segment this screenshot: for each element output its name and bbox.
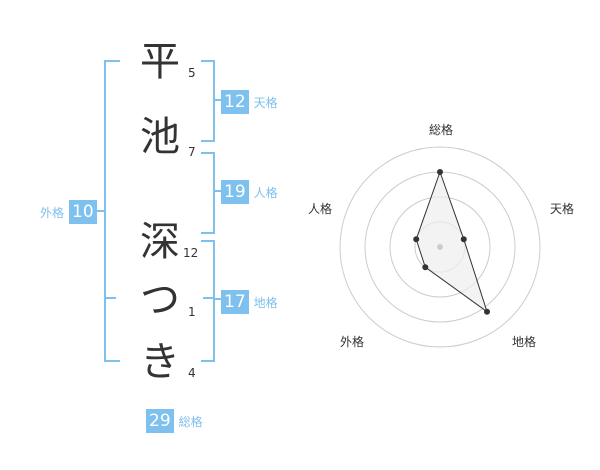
radar-points (413, 169, 491, 315)
tenkaku-badge: 12 天格 (221, 90, 278, 114)
radar-label-chikaku: 地格 (512, 334, 536, 349)
bracket-connector (213, 298, 221, 300)
chikaku-value: 17 (221, 290, 249, 314)
gaikaku-badge: 外格 10 (40, 200, 97, 224)
bracket-connector (203, 297, 213, 299)
jinkaku-bracket (201, 152, 215, 234)
name-char-4: つ (140, 277, 180, 323)
radar-label-gaikaku: 外格 (340, 334, 364, 349)
stroke-count-3: 12 (183, 246, 199, 260)
name-char-2: 池 (140, 114, 180, 160)
radar-ring (339, 146, 541, 348)
tenkaku-value: 12 (221, 90, 249, 114)
radar-point (422, 264, 429, 271)
tenkaku-label: 天格 (253, 95, 278, 110)
jinkaku-value: 19 (221, 180, 249, 204)
radar-label-soukaku: 総格 (429, 122, 453, 137)
chikaku-bracket (201, 240, 215, 362)
radar-point (484, 308, 491, 315)
radar-label-tenkaku: 天格 (550, 201, 574, 216)
soukaku-badge: 29 総格 (146, 409, 203, 433)
gaikaku-label: 外格 (40, 205, 65, 220)
bracket-connector (213, 190, 221, 192)
bracket-connector (106, 297, 116, 299)
stroke-count-5: 4 (188, 366, 196, 380)
tenkaku-bracket (201, 60, 215, 142)
jinkaku-badge: 19 人格 (221, 180, 278, 204)
radar-label-jinkaku: 人格 (308, 201, 332, 216)
name-char-5: き (140, 339, 180, 385)
radar-point (413, 236, 420, 243)
radar-point (460, 236, 467, 243)
name-char-3: 深 (140, 219, 180, 265)
chikaku-badge: 17 地格 (221, 290, 278, 314)
gaikaku-bracket (104, 60, 120, 362)
soukaku-label: 総格 (178, 414, 203, 429)
chikaku-label: 地格 (253, 295, 278, 310)
radar-center (437, 244, 443, 250)
jinkaku-label: 人格 (253, 185, 278, 200)
bracket-connector (94, 210, 104, 212)
bracket-connector (213, 99, 221, 101)
radar-shape (415, 170, 488, 313)
stroke-count-1: 5 (188, 66, 196, 80)
gaikaku-value: 10 (69, 200, 97, 224)
stroke-count-2: 7 (188, 145, 196, 159)
radar-point (437, 169, 443, 175)
name-char-1: 平 (140, 39, 180, 85)
stroke-count-4: 1 (188, 305, 196, 319)
soukaku-value: 29 (146, 409, 174, 433)
